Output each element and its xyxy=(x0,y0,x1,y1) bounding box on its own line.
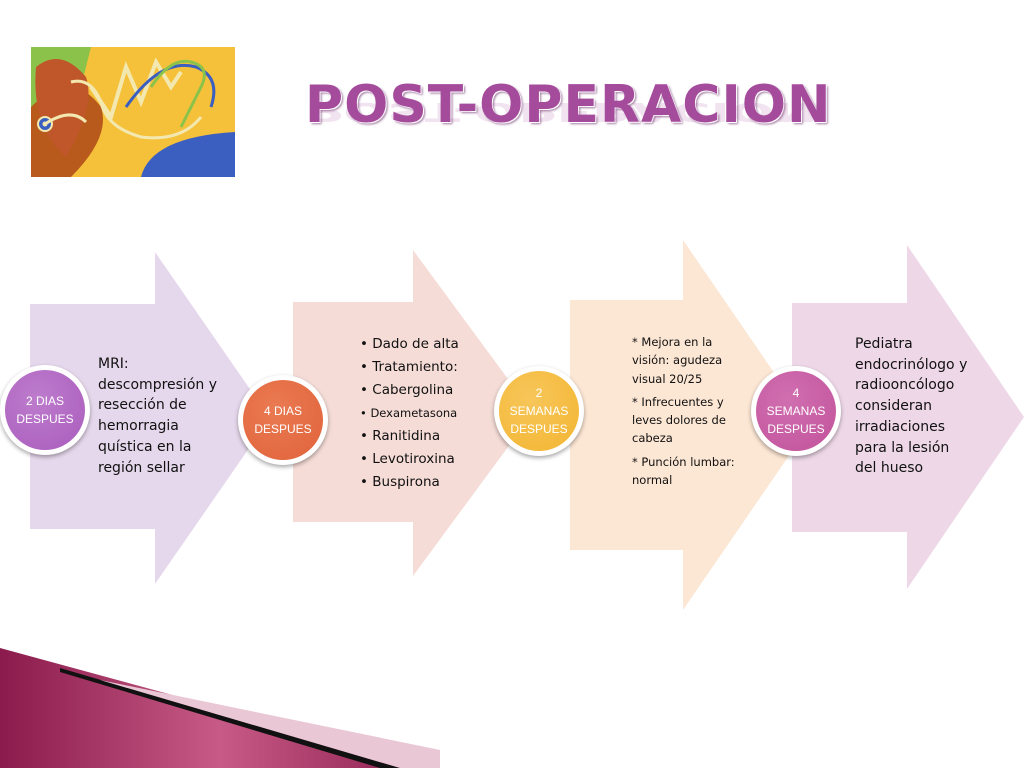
step-1-label: 2 DIAS DESPUES xyxy=(5,370,85,450)
bullet-text: Buspirona xyxy=(372,474,440,490)
stethoscope-heart-logo xyxy=(31,47,235,177)
note-paragraph: * Infrecuentes y leves dolores de cabeza xyxy=(632,394,726,446)
bullet-item: • Dexametasona xyxy=(360,406,458,420)
bullet-text: Dexametasona xyxy=(370,406,458,420)
step-2-label: 4 DIAS DESPUES xyxy=(243,380,323,460)
step-4-arrow xyxy=(792,245,1024,589)
step-1-text: MRI: descompresión y resección de hemorr… xyxy=(98,356,217,476)
step-3-notes: * Mejora en la visión: agudeza visual 20… xyxy=(632,333,740,494)
bullet-item: • Tratamiento: xyxy=(360,359,458,375)
step-1-badge: 2 DIAS DESPUES xyxy=(0,365,90,455)
bullet-text: Ranitidina xyxy=(372,428,441,444)
bullet-item: • Levotiroxina xyxy=(360,451,455,467)
decorative-swoosh xyxy=(0,640,440,772)
step-3-label: 2 SEMANAS DESPUES xyxy=(499,371,579,451)
step-1-arrow xyxy=(30,252,270,584)
bullet-item: • Ranitidina xyxy=(360,428,441,444)
step-2-arrow xyxy=(293,250,533,576)
bullet-text: Levotiroxina xyxy=(372,451,455,467)
step-3-badge: 2 SEMANAS DESPUES xyxy=(494,366,584,456)
step-3-arrow xyxy=(570,240,810,610)
step-4-badge: 4 SEMANAS DESPUES xyxy=(751,366,841,456)
bullet-text: Dado de alta xyxy=(372,336,459,352)
step-4-text: Pediatra endocrinólogo y radiooncólogo c… xyxy=(855,336,968,477)
bullet-text: Tratamiento: xyxy=(372,359,458,375)
note-paragraph: * Punción lumbar: normal xyxy=(632,454,735,488)
step-2-bullet-list: • Dado de alta • Tratamiento: • Cabergol… xyxy=(360,333,478,494)
step-2-badge: 4 DIAS DESPUES xyxy=(238,375,328,465)
note-paragraph: * Mejora en la visión: agudeza visual 20… xyxy=(632,335,723,386)
step-4-label: 4 SEMANAS DESPUES xyxy=(756,371,836,451)
bullet-item: • Dado de alta xyxy=(360,336,459,352)
bullet-text: Cabergolina xyxy=(372,382,454,398)
bullet-item: • Cabergolina xyxy=(360,382,454,398)
bullet-item: • Buspirona xyxy=(360,474,440,490)
page-title: POST-OPERACION xyxy=(305,75,832,135)
